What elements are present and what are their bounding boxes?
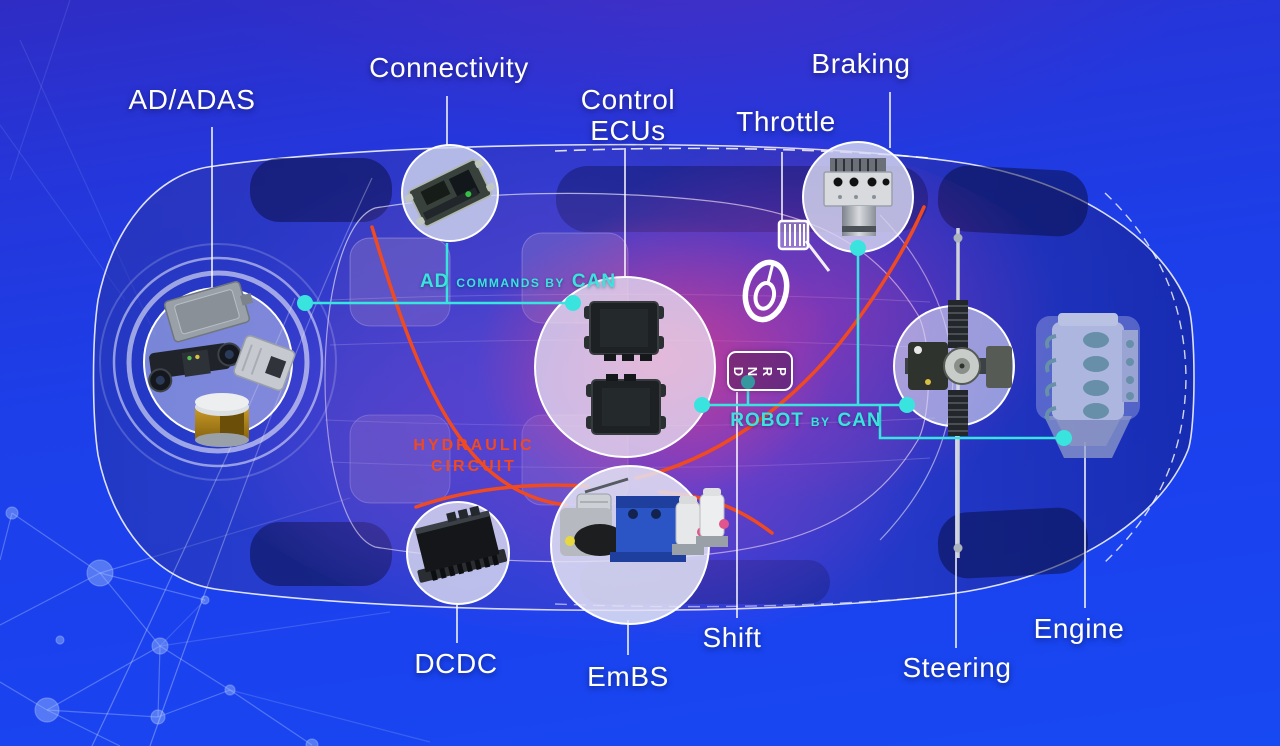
steering-actuator [893,300,1015,436]
gear-letter: D [731,366,747,376]
label-control-ecus-line2: ECUs [590,115,666,147]
car-body-outline [91,143,1195,746]
robot-suffix: CAN [837,410,882,431]
hydraulic-line2: CIRCUIT [431,457,517,475]
label-steering: Steering [902,652,1012,683]
robot-mid: BY [810,415,831,429]
label-shift: Shift [702,622,762,653]
annotation-ad-commands-by-can: AD COMMANDS BY CAN [420,271,616,293]
gear-letter: N [745,366,761,376]
stereo-camera-icon [148,342,242,393]
ecu-box-icon [584,301,664,361]
annotation-hydraulic-circuit: HYDRAULIC CIRCUIT [413,436,534,478]
can-node-dots [297,240,1072,446]
wheels [250,158,1089,604]
bellows [948,300,968,436]
hydraulic-lines [370,205,926,535]
label-embs: EmBS [587,661,669,692]
windshield-line [879,214,954,541]
cabin-outline [324,192,930,563]
embs-unit [550,465,729,625]
dcdc-box-icon [414,505,508,583]
annotation-robot-by-can: ROBOT BY CAN [730,410,881,432]
steering-column-shaft [953,228,963,558]
gear-letter: R [760,366,776,376]
connectivity-module [401,144,499,242]
dcdc-converter [406,501,510,605]
label-engine: Engine [1033,613,1125,644]
steering-wheel-icon [742,259,790,323]
label-dcdc: DCDC [414,648,498,679]
robot-prefix: ROBOT [730,410,804,431]
reservoir-icon [672,496,707,555]
adas-sensor-cluster [99,243,337,481]
telematics-unit-icon [404,158,495,228]
front-bumper-dashed [1104,192,1187,563]
control-ecus-module [534,276,716,458]
label-braking: Braking [811,48,911,79]
engine-icon [1036,313,1140,458]
ecu-box-icon [586,374,666,435]
braking-module [802,141,914,253]
embs-hydraulic-icon [560,477,729,562]
label-throttle: Throttle [736,106,836,137]
ad-can-prefix: AD [419,271,450,292]
reservoir-icon [696,488,729,547]
label-lines [211,92,1086,655]
lidar-icon [195,393,249,447]
ad-can-suffix: CAN [571,271,617,292]
gear-indicator: D N R P [727,351,793,391]
label-ad-adas: AD/ADAS [128,84,256,115]
gear-letter: P [774,366,790,376]
adas-ecu-icon [233,335,296,392]
label-connectivity: Connectivity [369,52,529,83]
ad-can-mid: COMMANDS BY [456,276,565,290]
abs-unit-icon [823,158,893,236]
throttle-pedal-icon [777,219,810,251]
hydraulic-line1: HYDRAULIC [413,437,535,454]
can-bus-network [305,243,1064,440]
antenna-module-icon [163,280,254,343]
steering-rack-icon [905,342,1012,390]
label-control-ecus-line1: Control [580,84,676,115]
